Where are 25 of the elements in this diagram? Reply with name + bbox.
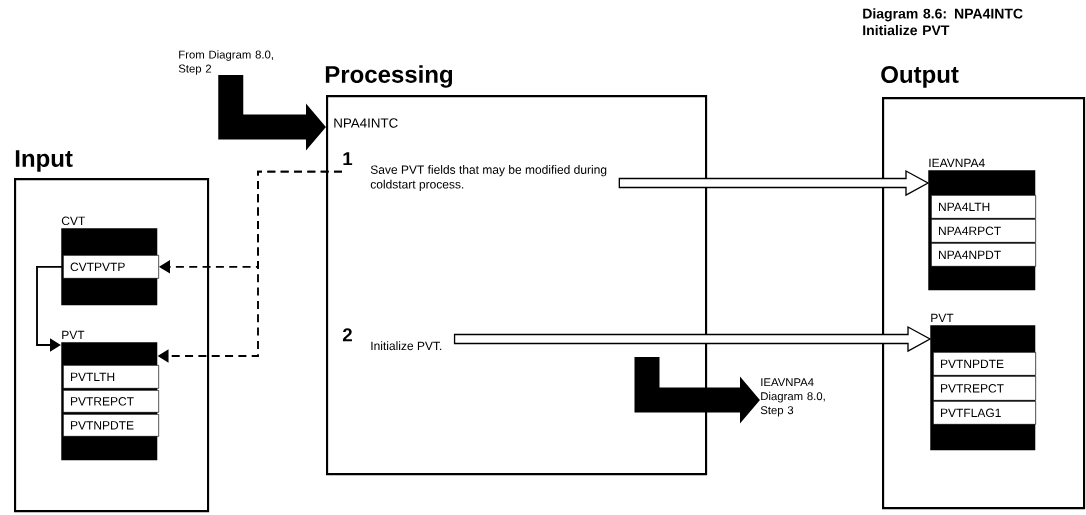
node-label: IEAVNPA4 — [929, 158, 985, 168]
step-text: 2 Initialize PVT. — [342, 328, 442, 351]
field-row: PVTREPCT — [63, 390, 159, 413]
node-label: PVT — [931, 313, 954, 323]
field-row: PVTLTH — [63, 365, 159, 389]
field-row: PVTFLAG1 — [933, 401, 1036, 425]
field-row: PVTNPDTE — [933, 352, 1036, 376]
node-label: CVT — [61, 216, 85, 226]
field-row: PVTNPDTE — [63, 414, 159, 437]
field-row: PVTREPCT — [933, 376, 1036, 401]
field-row: CVTPVTP — [63, 255, 159, 279]
step-text: 1 Save PVT fields that may be modified during coldstart process. — [343, 152, 607, 191]
connector-text: From Diagram 8.0, Step 2 — [178, 50, 273, 75]
title: Diagram 8.6: NPA4INTC Initialize PVT — [863, 8, 1023, 36]
connector-text: IEAVNPA4 Diagram 8.0, Step 3 — [760, 378, 825, 417]
arrow — [36, 265, 64, 352]
field-row: NPA4RPCT — [931, 219, 1036, 243]
field-row: NPA4LTH — [931, 195, 1036, 219]
node-label: PVT — [62, 330, 85, 340]
node-label: Input — [15, 150, 73, 172]
node-label: Processing — [325, 65, 453, 88]
node-label: Output — [881, 65, 959, 88]
hollow-arrow — [453, 325, 932, 353]
field-row: NPA4NPDT — [931, 243, 1036, 267]
hollow-arrow — [618, 169, 930, 197]
